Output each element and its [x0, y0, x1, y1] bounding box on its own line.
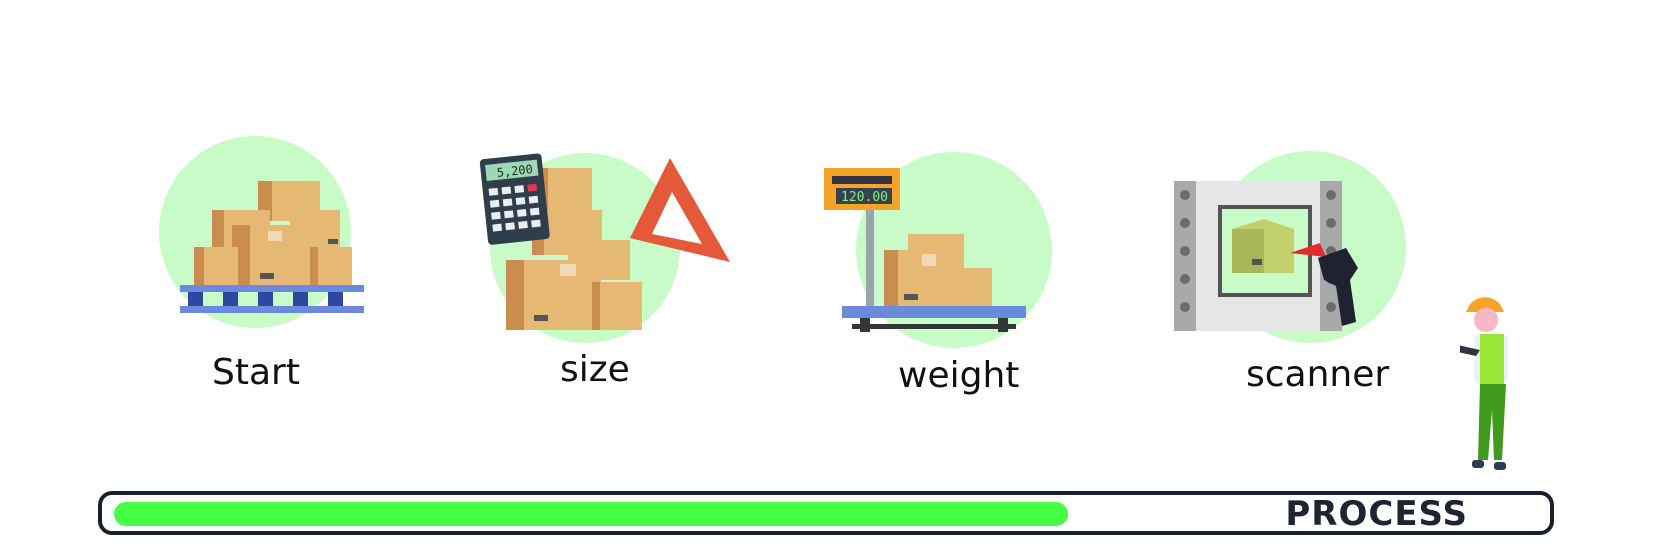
- weighing-scale-icon: 120.00: [824, 152, 1052, 348]
- triangle-ruler-icon: [630, 158, 730, 262]
- stage-label-size: size: [560, 349, 630, 390]
- stage-label-scanner: scanner: [1246, 354, 1390, 395]
- calculator-display: 5,200: [496, 162, 533, 180]
- progress-fill: [114, 502, 1068, 526]
- calculator-icon: 5,200: [479, 153, 550, 245]
- barcode-scanner-gun-icon: [1318, 248, 1358, 326]
- progress-label: PROCESS: [1285, 494, 1468, 534]
- stage-weight: 120.00: [824, 150, 1060, 350]
- stage-scanner: [1174, 145, 1420, 345]
- progress-bar: PROCESS: [98, 491, 1554, 535]
- scale-display: 120.00: [841, 190, 888, 205]
- stage-size: 5,200: [479, 140, 740, 343]
- stage-start: [159, 135, 400, 335]
- warehouse-worker-icon: [1460, 297, 1508, 470]
- pallet-boxes-icon: [159, 136, 364, 328]
- scanner-machine-icon: [1174, 151, 1406, 343]
- stage-label-weight: weight: [898, 355, 1020, 396]
- stage-label-start: Start: [212, 352, 300, 393]
